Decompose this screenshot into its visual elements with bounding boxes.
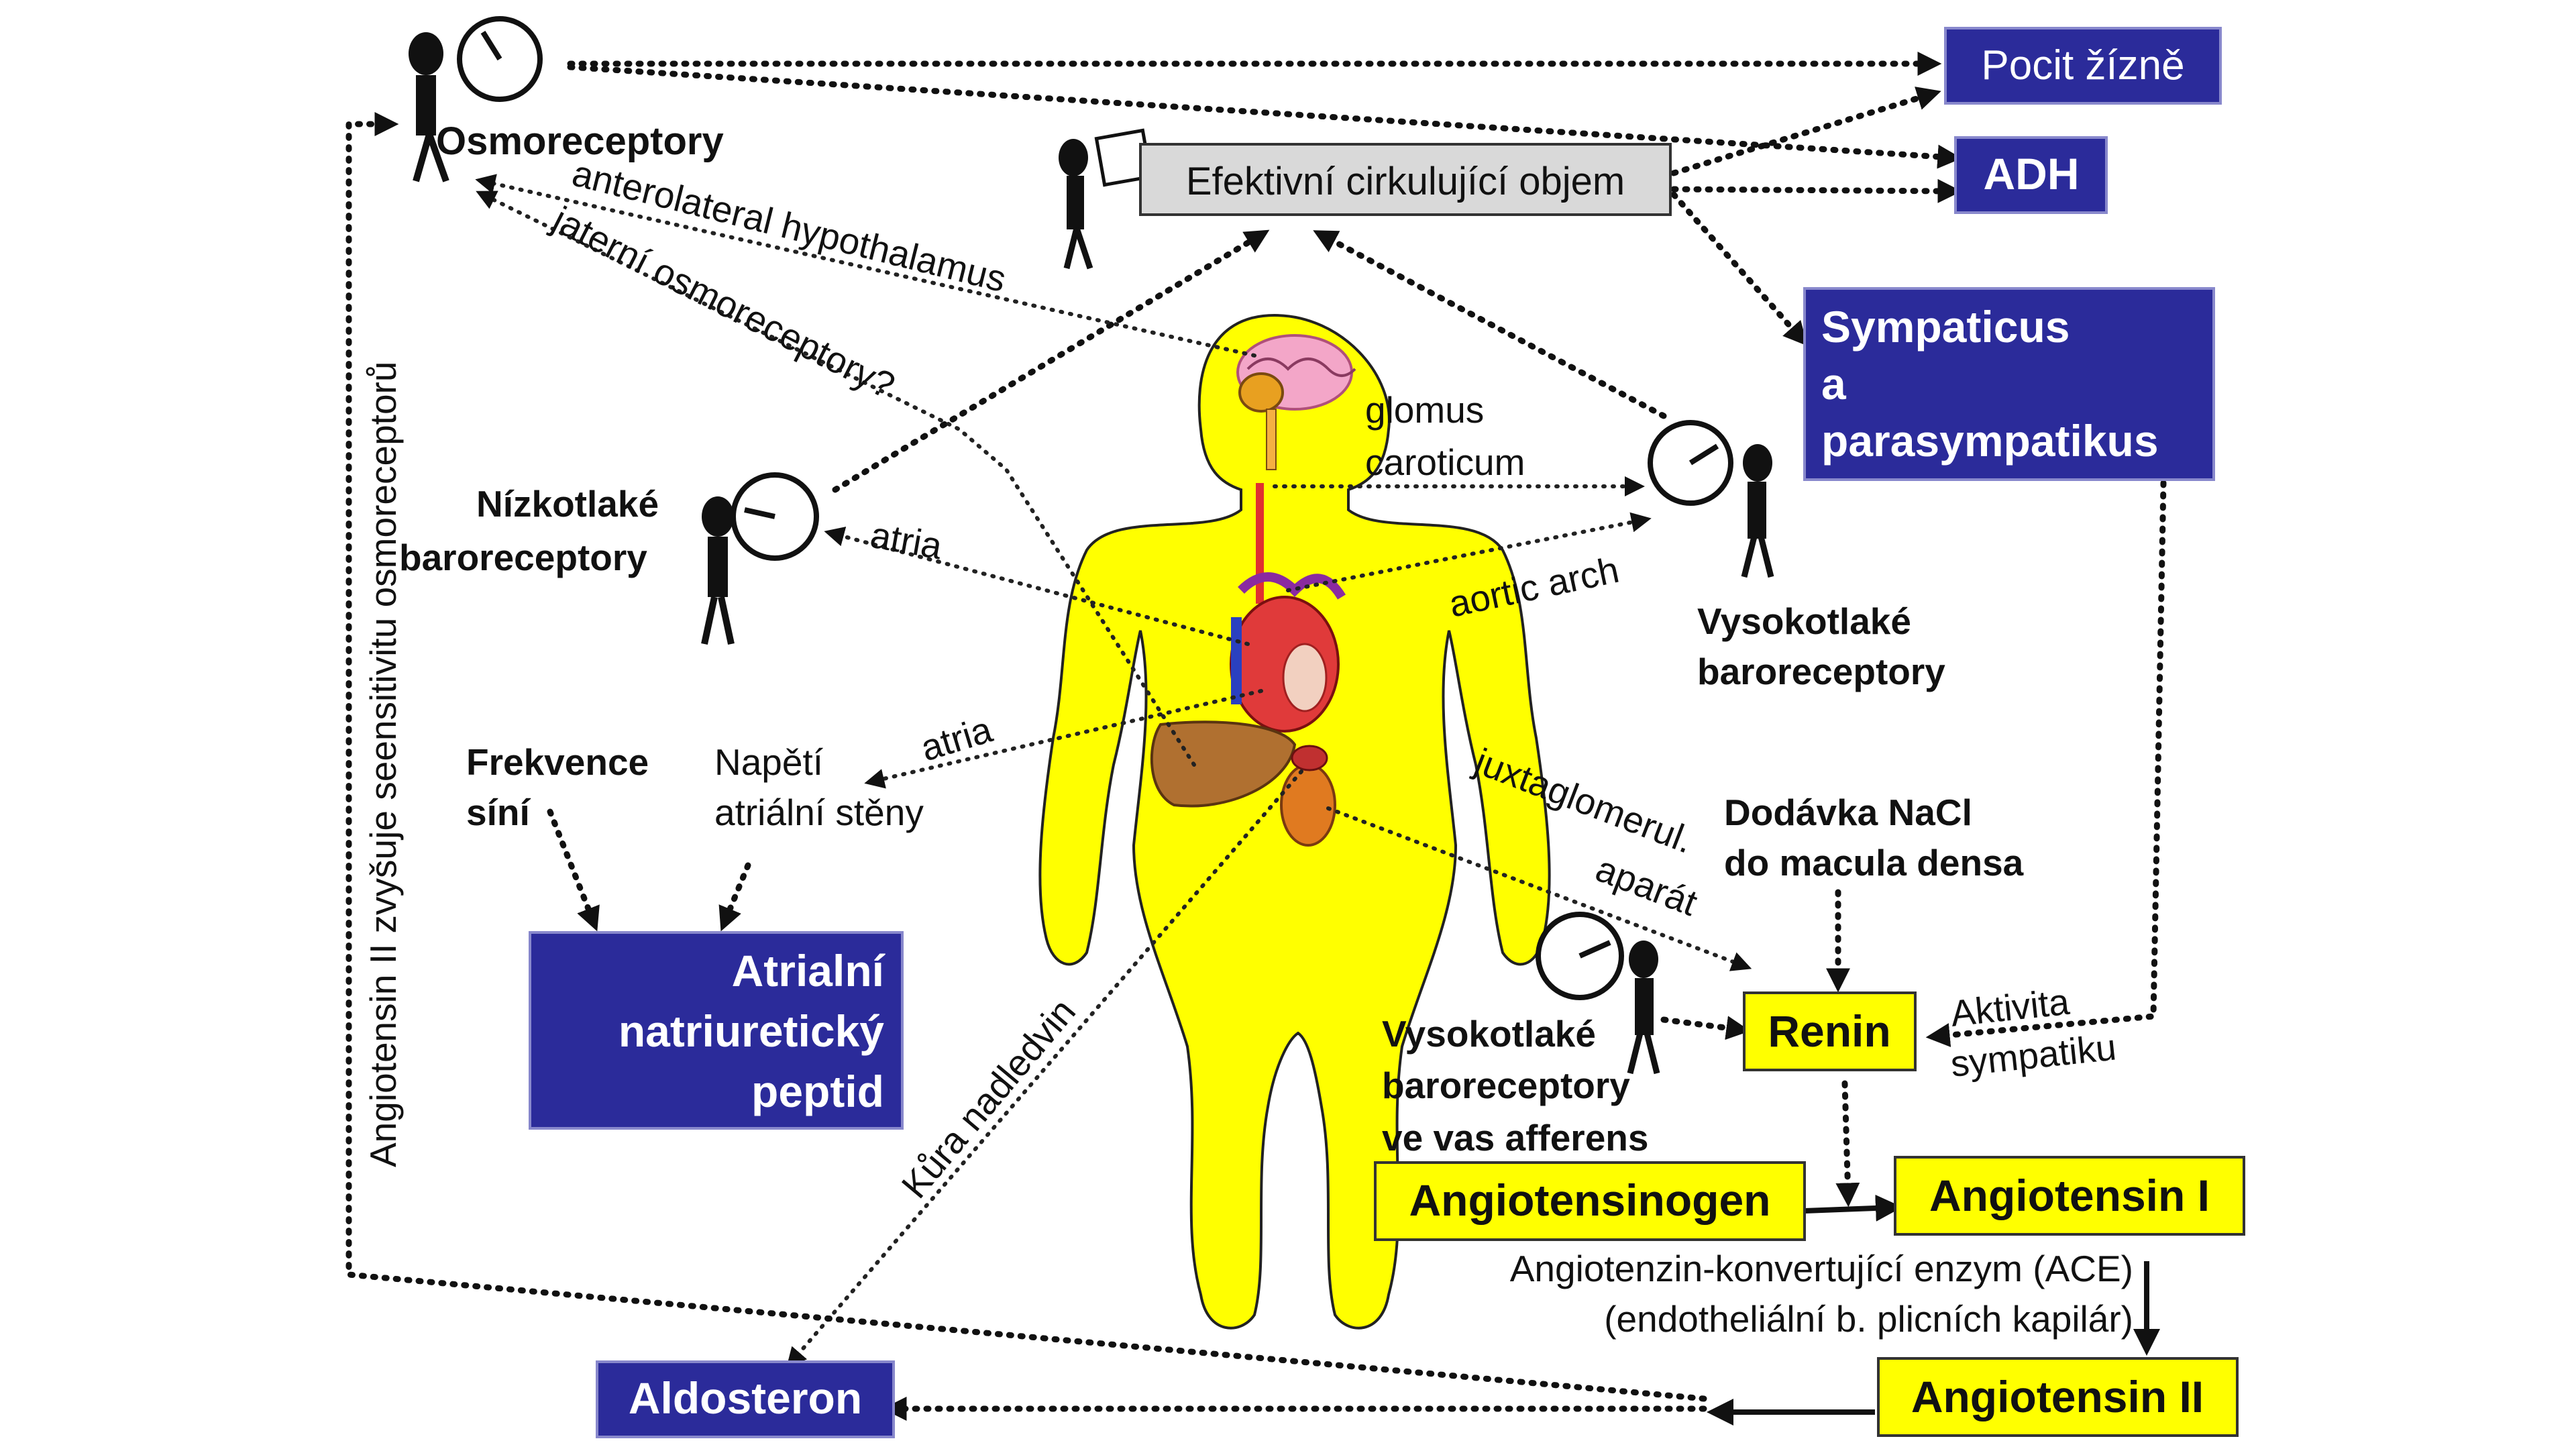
aktivita-label-2: sympatiku xyxy=(1949,1026,2118,1085)
box-anp: Atrialní natriuretický peptid xyxy=(529,931,904,1130)
box-efektivni: Efektivní cirkulující objem xyxy=(1139,143,1672,216)
box-angiotensin1: Angiotensin I xyxy=(1894,1156,2245,1236)
vas-label-1: Vysokotlaké xyxy=(1382,1013,1596,1055)
stick-figure-icon xyxy=(409,32,443,75)
heart-icon xyxy=(1230,572,1346,733)
sympaticus-line-2: a xyxy=(1821,359,1847,409)
box-angiotensin2: Angiotensin II xyxy=(1877,1357,2239,1437)
vysokotlake-label-1: Vysokotlaké xyxy=(1697,600,1911,642)
vas-label-3: ve vas afferens xyxy=(1382,1117,1649,1159)
figure-vas-afferens xyxy=(1536,912,1660,1075)
anp-line-1: Atrialní xyxy=(732,946,886,996)
human-body xyxy=(1038,313,1551,1330)
efektivni-label: Efektivní cirkulující objem xyxy=(1186,160,1625,203)
nizkotlake-label-1: Nízkotlaké xyxy=(476,483,659,525)
box-pocit-zizne: Pocit žízně xyxy=(1944,27,2222,105)
arrow-osmo-to-adh xyxy=(567,64,1962,169)
box-angiotensinogen: Angiotensinogen xyxy=(1374,1161,1806,1241)
nacl-label-2: do macula densa xyxy=(1724,842,2024,883)
napeti-label-2: atriální stěny xyxy=(714,792,924,833)
aktivita-label-1: Aktivita xyxy=(1949,981,2072,1034)
figure-vysokotlake xyxy=(1648,420,1774,578)
adh-label: ADH xyxy=(1984,149,2080,199)
nacl-label-1: Dodávka NaCl xyxy=(1724,792,1972,833)
arrows xyxy=(345,52,2167,1426)
box-adh: ADH xyxy=(1954,136,2108,214)
brainstem-icon xyxy=(1238,372,1284,413)
vysokotlake-label-2: baroreceptory xyxy=(1697,651,1945,692)
vas-label-2: baroreceptory xyxy=(1382,1065,1630,1106)
box-sympaticus: Sympaticus a parasympatikus xyxy=(1803,287,2215,481)
box-aldosteron: Aldosteron xyxy=(596,1360,895,1438)
stick-figure-icon xyxy=(1743,444,1772,482)
figure-nizkotlake xyxy=(701,472,819,645)
frekvence-label-2: síní xyxy=(466,792,531,833)
ace-label-2: (endotheliální b. plicních kapilár) xyxy=(1604,1298,2133,1340)
glomus-label-1: glomus xyxy=(1365,389,1484,431)
stick-figure-icon xyxy=(1629,941,1658,978)
angiotensinogen-label: Angiotensinogen xyxy=(1409,1175,1771,1225)
kura-label: Kůra nadledvin xyxy=(894,991,1083,1206)
sympaticus-line-1: Sympaticus xyxy=(1821,302,2070,352)
figure-osmoreceptory xyxy=(409,16,543,182)
ace-label-1: Angiotenzin-konvertující enzym (ACE) xyxy=(1510,1248,2133,1289)
aldosteron-label: Aldosteron xyxy=(629,1373,862,1423)
napeti-label-1: Napětí xyxy=(714,741,824,783)
atria-lower-label: atria xyxy=(916,708,997,769)
box-renin: Renin xyxy=(1743,991,1917,1071)
kidney-icon xyxy=(1280,763,1336,847)
juxta-label-2: aparát xyxy=(1591,847,1703,924)
anp-line-3: peptid xyxy=(751,1067,884,1116)
anp-line-2: natriuretický xyxy=(619,1006,884,1056)
sympaticus-line-3: parasympatikus xyxy=(1821,416,2159,466)
liver-icon xyxy=(1150,720,1297,808)
atria-upper-label: atria xyxy=(867,514,946,568)
glomus-label-2: caroticum xyxy=(1365,441,1525,483)
angiotensin-vertical-label: Angiotensin II zvyšuje seensitivitu osmo… xyxy=(362,362,404,1167)
thirst-label: Pocit žízně xyxy=(1981,42,2184,89)
stick-figure-icon xyxy=(1059,139,1088,176)
nizkotlake-label-2: baroreceptory xyxy=(399,537,647,578)
figure-efektivni xyxy=(1059,128,1153,270)
adrenal-icon xyxy=(1291,745,1328,771)
renin-label: Renin xyxy=(1768,1006,1890,1056)
osmoreceptory-label: Osmoreceptory xyxy=(436,119,724,163)
angiotensin2-label: Angiotensin II xyxy=(1911,1372,2204,1421)
stick-figure-icon xyxy=(702,496,734,537)
frekvence-label-1: Frekvence xyxy=(466,741,649,783)
angiotensin1-label: Angiotensin I xyxy=(1929,1171,2210,1220)
